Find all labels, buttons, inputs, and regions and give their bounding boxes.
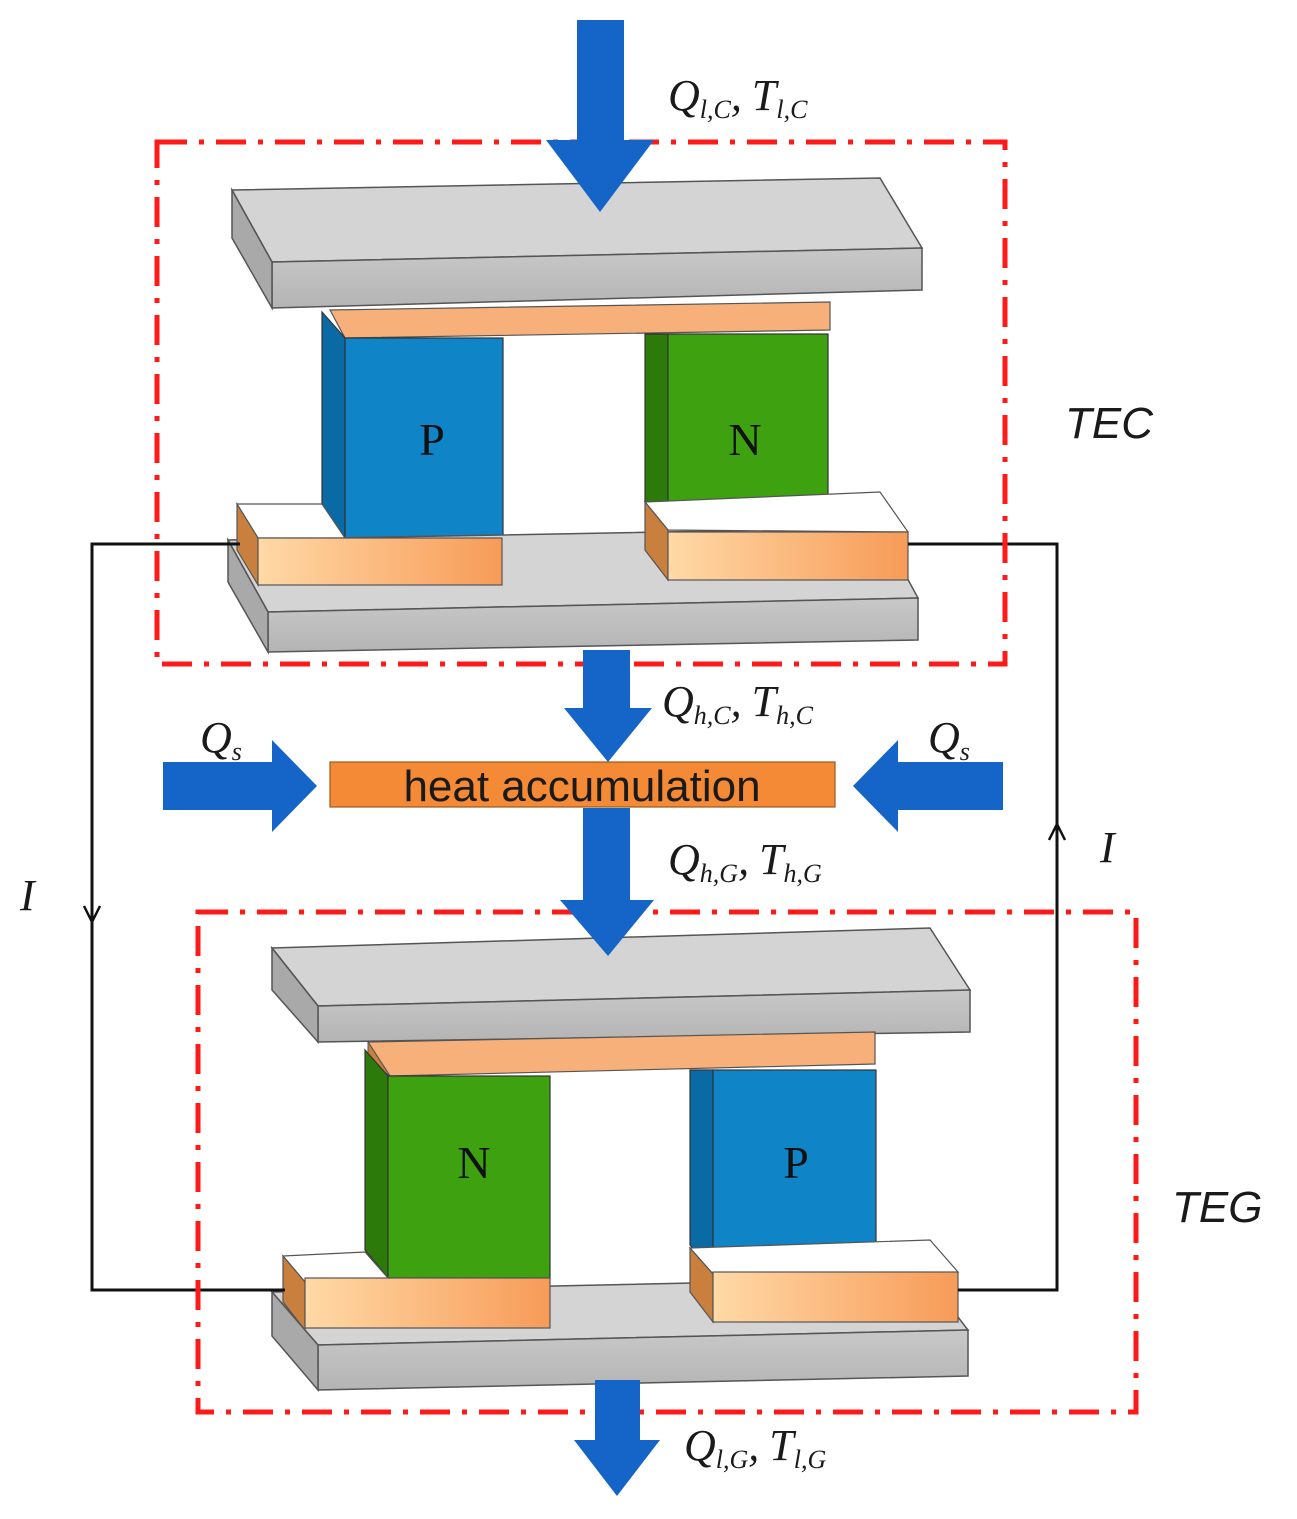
svg-text:Ql,G,Tl,G: Ql,G,Tl,G [684, 1421, 826, 1474]
teg-bottom-copper-right [688, 1239, 960, 1324]
heat-accumulation-label: heat accumulation [403, 762, 760, 811]
teg-bottom-copper-left [281, 1251, 551, 1332]
svg-text:Qh,G,Th,G: Qh,G,Th,G [668, 835, 822, 888]
arrow-qh-c [564, 650, 652, 762]
current-arrow-up [1047, 821, 1067, 841]
arrow-qs-left [163, 740, 317, 832]
tec-bottom-copper-right [643, 491, 910, 582]
arrow-ql-c [546, 20, 654, 212]
current-arrow-down [82, 905, 102, 925]
svg-text:Ql,C,Tl,C: Ql,C,Tl,C [668, 71, 808, 124]
tec-n-label: N [728, 414, 761, 465]
svg-text:Qs: Qs [928, 713, 970, 766]
teg-module: N P [270, 927, 972, 1393]
current-label-right: I [1099, 823, 1117, 872]
label-qs-right: Qs [928, 713, 970, 766]
tec-label: TEC [1065, 399, 1154, 448]
teg-n-leg: N [364, 1048, 551, 1280]
teg-n-label: N [457, 1137, 490, 1188]
label-qh-c: Qh,C,Th,C [662, 677, 814, 730]
teg-top-copper [366, 1031, 876, 1077]
label-ql-g: Ql,G,Tl,G [684, 1421, 826, 1474]
tec-top-copper [329, 301, 831, 339]
svg-text:Qh,C,Th,C: Qh,C,Th,C [662, 677, 814, 730]
arrow-ql-g [574, 1380, 660, 1496]
teg-p-leg: P [689, 1069, 877, 1274]
tec-top-plate [230, 177, 924, 311]
label-qs-left: Qs [200, 713, 242, 766]
tec-bottom-copper-left [235, 501, 503, 588]
tec-module: P N [226, 177, 924, 655]
svg-text:Qs: Qs [200, 713, 242, 766]
label-qh-g: Qh,G,Th,G [668, 835, 822, 888]
tec-p-label: P [419, 414, 445, 465]
current-label-left: I [19, 871, 37, 920]
teg-p-label: P [783, 1137, 809, 1188]
circuit-wire [90, 542, 1059, 1292]
label-ql-c: Ql,C,Tl,C [668, 71, 808, 124]
tec-p-leg: P [321, 310, 504, 540]
heat-accumulation-block: heat accumulation [329, 761, 836, 811]
arrow-qs-right [853, 740, 1003, 832]
teg-top-plate [270, 927, 972, 1044]
teg-label: TEG [1172, 1183, 1262, 1232]
teg-boundary [195, 909, 1139, 1415]
arrow-qh-g [560, 808, 654, 956]
